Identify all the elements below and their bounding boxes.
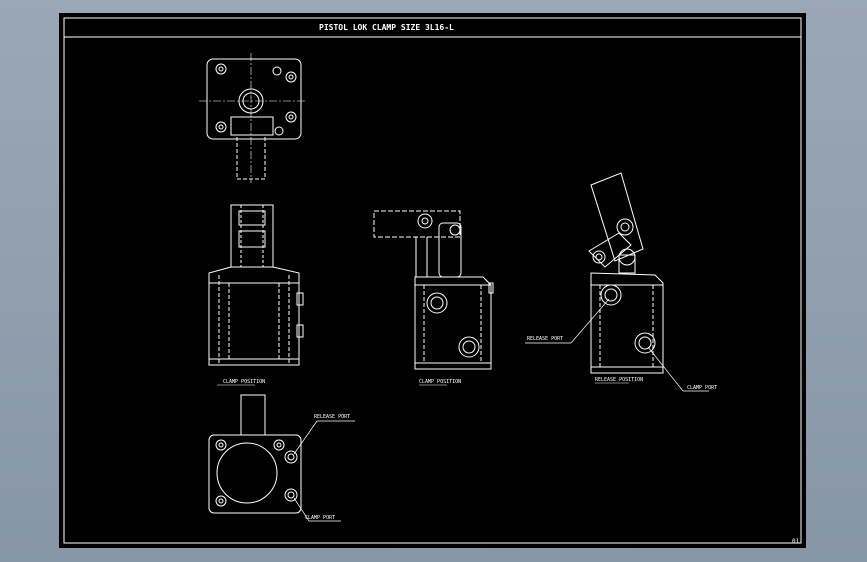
- front-view-label: CLAMP POSITION: [223, 379, 265, 385]
- page-number: 01: [792, 538, 800, 545]
- drawing-border: [63, 17, 802, 544]
- cad-viewport[interactable]: PISTOL LOK CLAMP SIZE 3L16-L CLAMP POSIT…: [59, 13, 806, 548]
- bottom-view: [208, 394, 355, 522]
- callout-port-bottom: CLAMP PORT: [687, 385, 717, 391]
- release-view-label: RELEASE POSITION: [595, 377, 643, 383]
- callout-clamp-port: CLAMP PORT: [305, 515, 335, 521]
- cad-drawing: PISTOL LOK CLAMP SIZE 3L16-L CLAMP POSIT…: [63, 17, 802, 545]
- side-view-label: CLAMP POSITION: [419, 379, 461, 385]
- release-view: [525, 172, 709, 392]
- front-view: [208, 204, 304, 366]
- side-view: [373, 210, 494, 370]
- callout-port-top: RELEASE PORT: [527, 336, 563, 342]
- callout-release-port: RELEASE PORT: [314, 414, 350, 420]
- drawing-title: PISTOL LOK CLAMP SIZE 3L16-L: [319, 23, 454, 32]
- top-view: [199, 53, 307, 183]
